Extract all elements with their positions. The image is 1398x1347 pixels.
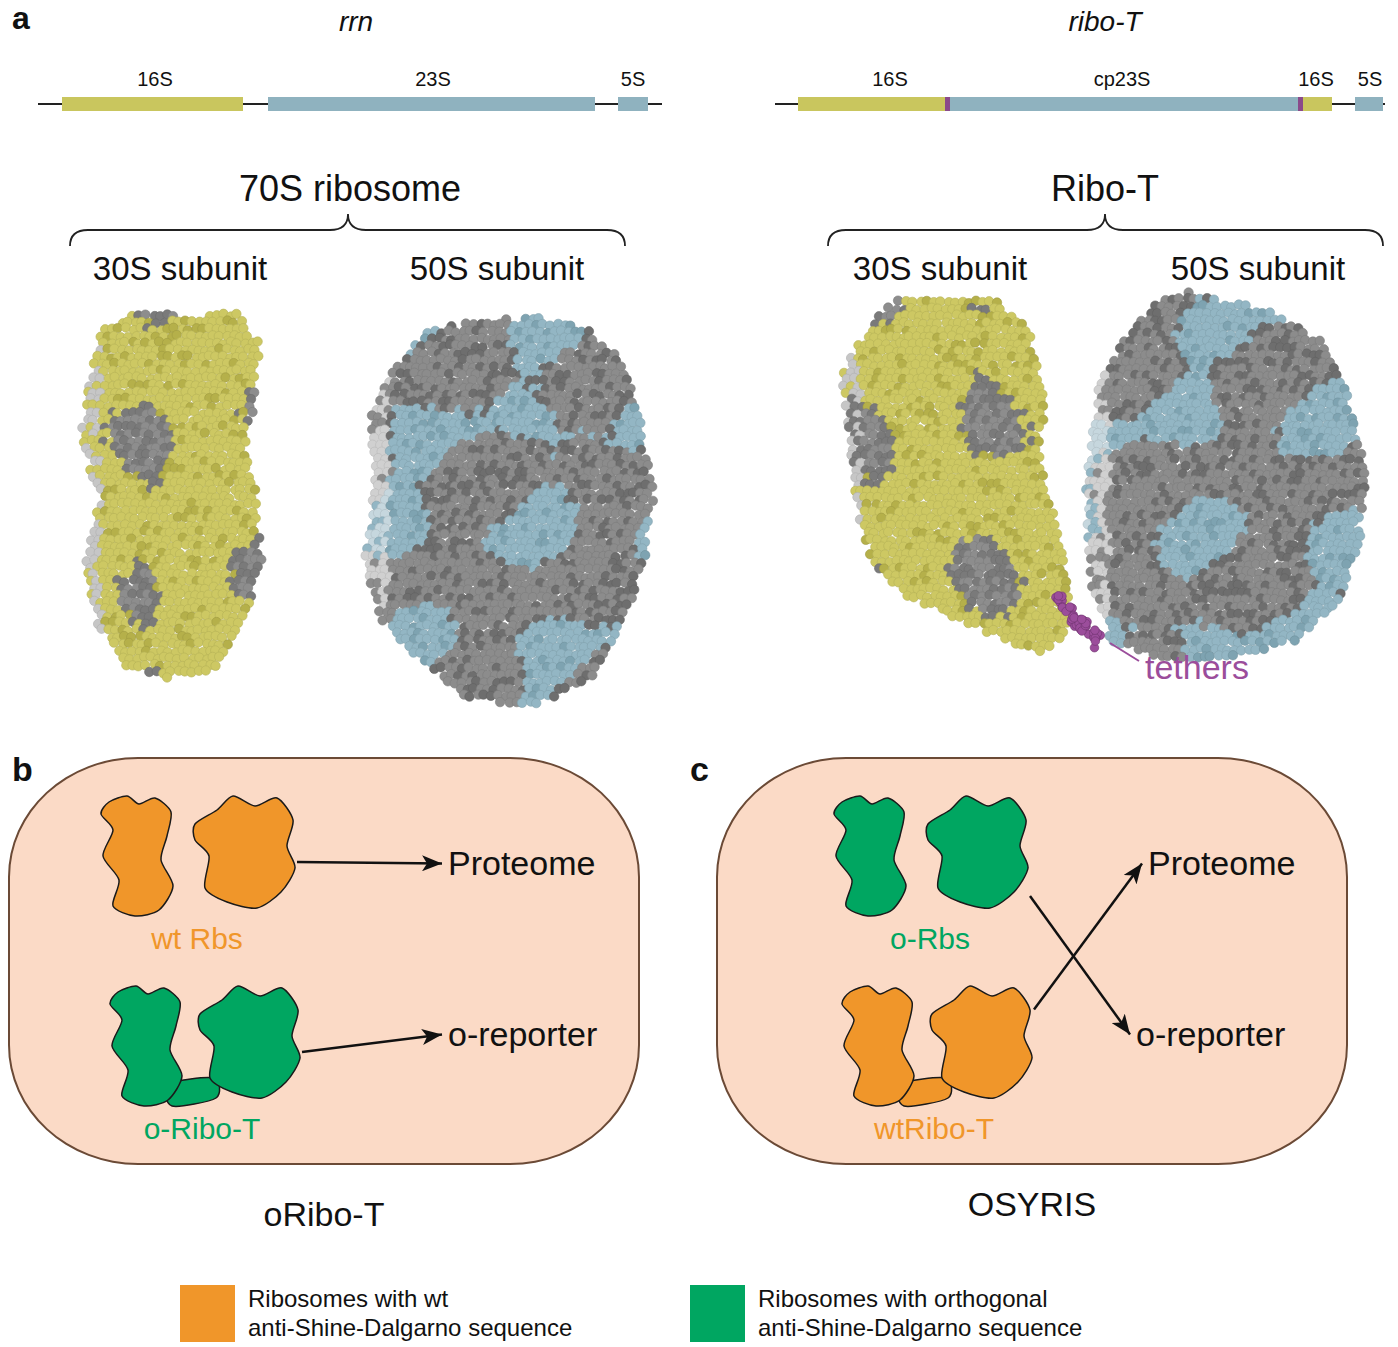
brace: [828, 214, 1383, 246]
small-subunit-structure: [78, 309, 266, 682]
gene-5s-bar: [618, 97, 648, 111]
atom-dot: [471, 354, 480, 363]
atom-dot: [200, 428, 209, 437]
atom-dot: [179, 414, 188, 423]
gene-16s-bar: [1303, 97, 1332, 111]
ribosome-structures: [78, 288, 1369, 708]
gene-16s-bar: [62, 97, 243, 111]
gene-5s-bar: [1355, 97, 1383, 111]
atom-dot: [201, 666, 210, 675]
atom-dot: [214, 652, 223, 661]
gene-23s-bar: [268, 97, 595, 111]
atom-dot: [165, 554, 174, 563]
atom-dot: [253, 337, 262, 346]
atom-dot: [612, 411, 621, 420]
atom-dot: [232, 365, 241, 374]
atom-dot: [486, 466, 495, 475]
atom-dot: [109, 638, 118, 647]
tether-bar: [945, 97, 950, 111]
gene-cp23s-bar: [950, 97, 1298, 111]
atom-dot: [250, 568, 259, 577]
atom-dot: [422, 382, 431, 391]
atom-dot: [444, 369, 453, 378]
atom-dot: [176, 589, 185, 598]
atom-dot: [636, 431, 645, 440]
atom-dot: [205, 547, 214, 556]
atom-dot: [630, 403, 639, 412]
atom-dot: [227, 631, 236, 640]
atom-dot: [218, 589, 227, 598]
brace: [70, 214, 625, 246]
gene-16s-bar: [798, 97, 945, 111]
atom-dot: [194, 638, 203, 647]
atom-dot: [489, 362, 498, 371]
atom-dot: [248, 407, 257, 416]
atom-dot: [221, 373, 230, 382]
atom-dot: [211, 661, 220, 670]
large-subunit-structure: [361, 314, 658, 708]
atom-dot: [573, 389, 582, 398]
atom-dot: [254, 351, 263, 360]
atom-dot: [148, 408, 157, 417]
atom-dot: [162, 673, 171, 682]
atom-dot: [489, 348, 498, 357]
atom-dot: [251, 499, 260, 508]
atom-dot: [513, 355, 522, 364]
tether-bar: [1298, 97, 1303, 111]
